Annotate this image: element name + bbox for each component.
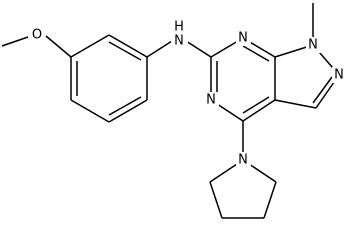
- pyrimidine-n-bottom-label: N: [206, 93, 216, 108]
- pyrazole-n2-bg: [332, 67, 347, 83]
- pyrazole-n2-label: N: [334, 68, 344, 83]
- pyrazole-n1-bg: [306, 37, 321, 53]
- bond-ring-nh: [146, 40, 173, 58]
- bond-benzene-double-2: [108, 96, 142, 116]
- pyrazole-n1-label: N: [308, 38, 318, 53]
- bond-benzene-5: [70, 99, 110, 123]
- molecule-structure: O H N N N N N N: [1, 3, 347, 219]
- bond-benzene-2: [108, 34, 148, 58]
- bond-o-ring: [45, 35, 72, 58]
- bond-pyrrolidine-2: [263, 181, 277, 219]
- bond-pyrazole-4: [274, 99, 317, 109]
- bond-pyrimidine-4: [242, 99, 276, 122]
- pyrimidine-n-bottom-bg: [204, 92, 219, 108]
- amine-nitrogen-label: N: [174, 34, 184, 49]
- bond-benzene-4: [108, 99, 148, 123]
- pyrrolidine-n-bg: [236, 152, 251, 168]
- pyrimidine-n-top-bg: [236, 30, 251, 46]
- pyrimidine-n-top-label: N: [238, 31, 248, 46]
- bond-pyrrolidine-4: [209, 181, 223, 219]
- methoxy-oxygen-label: O: [32, 28, 42, 43]
- bond-benzene-double-1: [108, 41, 142, 61]
- pyrrolidine-n-label: N: [238, 153, 248, 168]
- methoxy-o-bg: [30, 27, 45, 43]
- bond-methyl-o: [1, 36, 29, 47]
- bond-nh-pyrimidine: [185, 40, 212, 58]
- bond-pyrimidine-double-1: [242, 45, 270, 62]
- bond-pyrazole-double: [312, 76, 333, 104]
- bond-pyrimidine-double-2: [242, 96, 270, 114]
- amine-hydrogen-label: H: [174, 20, 184, 35]
- amine-n-bg: [171, 22, 188, 50]
- bond-benzene-1: [70, 34, 110, 58]
